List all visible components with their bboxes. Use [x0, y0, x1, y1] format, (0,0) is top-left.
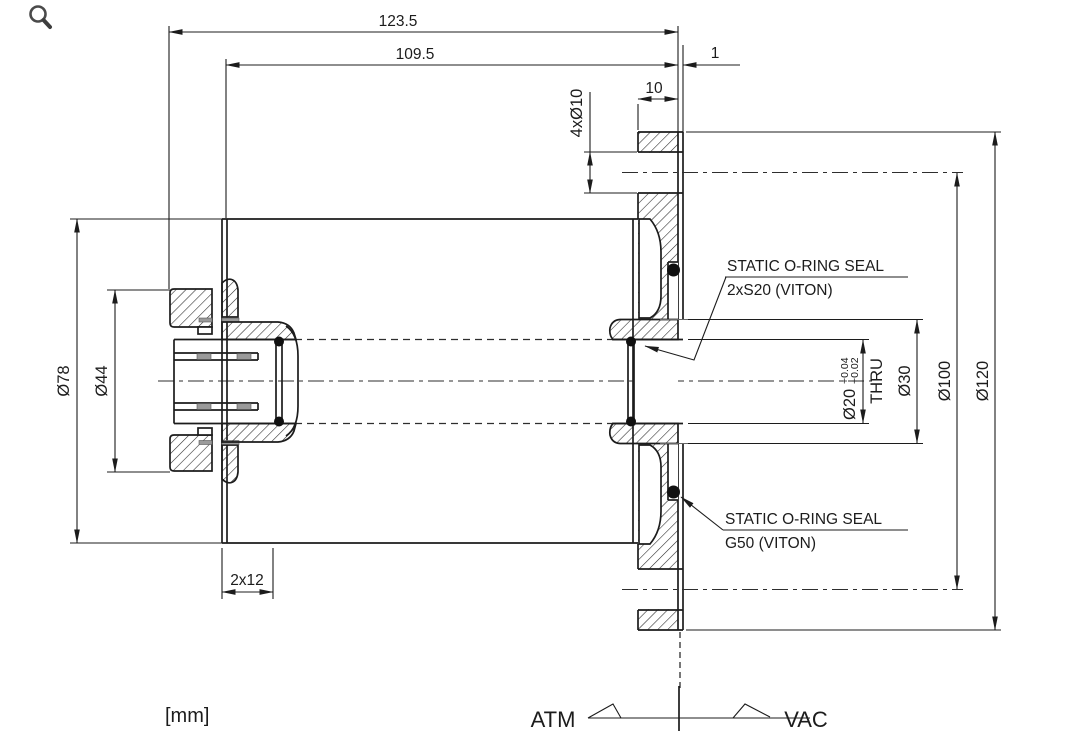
flange-relief-top — [638, 218, 662, 319]
dim-text-bore-tol-upper: +0.04 — [839, 357, 851, 384]
dim-text-flange-od: Ø120 — [974, 361, 992, 401]
dim-text-counterbore: Ø30 — [896, 365, 914, 396]
atm-triangle-icon — [587, 703, 622, 719]
magnifier-icon[interactable] — [29, 5, 52, 29]
seal-s20-line2: 2xS20 (VITON) — [727, 282, 833, 299]
seal-g50-line1: STATIC O-RING SEAL — [725, 511, 882, 528]
dim-text-body-length: 109.5 — [396, 46, 435, 63]
units-note: [mm] — [165, 705, 209, 727]
weld-column-bottom — [221, 444, 239, 484]
atm-label: ATM — [531, 707, 576, 732]
dim-text-bore-tol-lower: +0.02 — [849, 357, 861, 384]
seal-s20-line1: STATIC O-RING SEAL — [727, 258, 884, 275]
dim-text-bore: Ø20 — [841, 389, 859, 420]
dim-cap-od: Ø44 — [93, 289, 170, 473]
dim-grooves: 2x12 — [221, 548, 274, 599]
dim-text-overall: 123.5 — [379, 13, 418, 30]
dim-body-length: 109.5 — [225, 46, 679, 218]
left-cap-connector — [169, 278, 299, 484]
flange-relief-bottom — [638, 444, 662, 545]
seal-g50-line2: G50 (VITON) — [725, 535, 816, 552]
vac-triangle-icon — [732, 703, 771, 719]
dim-text-bolt-holes: 4xØ10 — [568, 89, 586, 138]
atm-vac-symbol: ATM VAC — [531, 632, 828, 732]
oring-g50-bottom — [667, 485, 680, 499]
dim-body-od: Ø78 — [55, 218, 222, 544]
dim-text-bore-thru: THRU — [868, 358, 886, 404]
oring-s20-left-top — [274, 336, 284, 347]
dim-counterbore: Ø30 — [688, 318, 923, 445]
vac-label: VAC — [784, 707, 828, 732]
boss-silhouette — [285, 325, 299, 437]
gland-bar-bottom — [221, 422, 298, 443]
dim-text-body-od: Ø78 — [55, 365, 73, 396]
dim-flange-od: Ø120 — [686, 131, 1001, 631]
dim-text-bolt-circle: Ø100 — [936, 361, 954, 401]
dim-flange-thickness: 10 — [637, 80, 679, 130]
hub-top — [608, 318, 679, 341]
dim-text-face-offset: 1 — [711, 45, 720, 62]
body-tube — [221, 218, 638, 544]
dim-overall-length: 123.5 — [168, 13, 679, 289]
oring-g50-top — [667, 263, 680, 277]
oring-s20-right-bottom — [626, 416, 636, 427]
weld-column-top — [221, 278, 239, 318]
callout-seal-s20: STATIC O-RING SEAL 2xS20 (VITON) — [644, 258, 908, 361]
dim-text-flange-thickness: 10 — [645, 80, 663, 97]
hub-bottom — [608, 422, 679, 445]
cap-nut-top — [169, 288, 213, 328]
dim-bolt-circle: Ø100 — [622, 171, 963, 591]
oring-s20-right-top — [626, 336, 636, 347]
dim-text-cap-od: Ø44 — [93, 365, 111, 396]
oring-s20-left-bottom — [274, 416, 284, 427]
gland-bar-top — [221, 321, 298, 341]
dim-bolt-holes: 4xØ10 — [568, 89, 637, 194]
dim-face-offset: 1 — [682, 45, 740, 132]
dim-bore: Ø20 +0.04 +0.02 THRU — [688, 338, 886, 425]
callout-seal-g50: STATIC O-RING SEAL G50 (VITON) — [680, 496, 908, 552]
dim-text-grooves: 2x12 — [230, 572, 264, 589]
